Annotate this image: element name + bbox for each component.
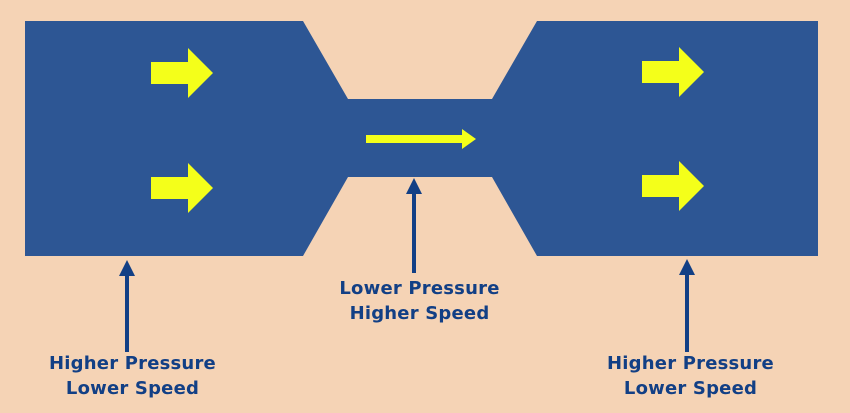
label-right-line1: Higher Pressure xyxy=(607,353,774,374)
label-middle-line2: Higher Speed xyxy=(349,303,490,324)
label-left: Higher Pressure Lower Speed xyxy=(40,351,225,401)
label-right-line2: Lower Speed xyxy=(623,378,758,399)
flow-arrow-left-bottom xyxy=(151,163,213,213)
label-left-line1: Higher Pressure xyxy=(49,353,216,374)
label-middle-line1: Lower Pressure xyxy=(339,278,500,299)
label-left-line2: Lower Speed xyxy=(65,378,200,399)
right-arrow-icon xyxy=(366,129,476,149)
right-arrow-icon xyxy=(642,47,704,97)
flow-arrow-right-top xyxy=(642,47,704,97)
right-arrow-icon xyxy=(642,161,704,211)
flow-arrow-right-bottom xyxy=(642,161,704,211)
label-right: Higher Pressure Lower Speed xyxy=(598,351,783,401)
right-arrow-icon xyxy=(151,163,213,213)
label-middle: Lower Pressure Higher Speed xyxy=(327,276,512,326)
right-arrow-icon xyxy=(151,48,213,98)
flow-arrow-left-top xyxy=(151,48,213,98)
flow-arrow-middle xyxy=(366,129,476,149)
